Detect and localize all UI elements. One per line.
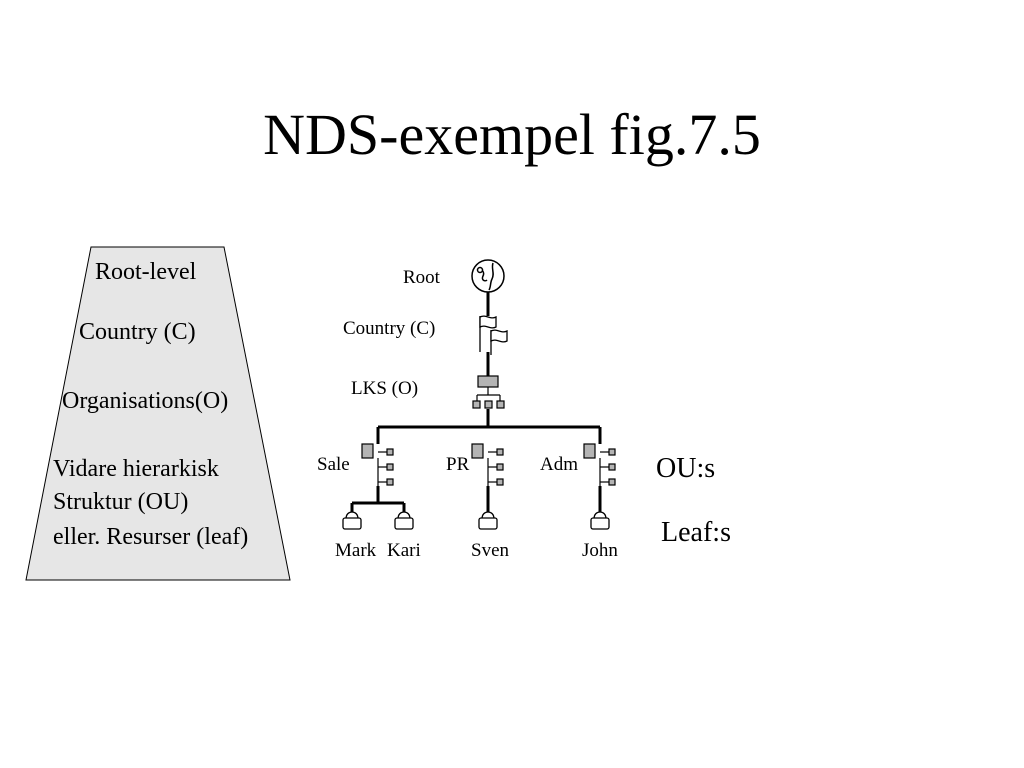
node-label-country: Country (C) [343,318,435,339]
leaf-label-john: John [582,540,618,561]
level-line-2: Struktur (OU) [53,489,188,515]
level-line-3: eller. Resurser (leaf) [53,524,248,550]
leaf-label-kari: Kari [387,540,421,561]
leaf-label-mark: Mark [335,540,377,561]
ou-icon-sale [361,443,394,486]
globe-icon [471,259,505,293]
node-label-adm: Adm [540,454,578,475]
node-label-root: Root [403,267,441,288]
leaf-label-sven: Sven [471,540,510,561]
tree-connectors [350,291,602,513]
user-icon-mark [342,511,362,530]
slide-title: NDS-exempel fig.7.5 [263,102,761,167]
ou-icon-adm [583,443,616,486]
user-icon-kari [394,511,414,530]
user-icon-john [590,511,610,530]
annotation-ous: OU:s [656,453,715,484]
node-label-org: LKS (O) [351,378,418,399]
ou-icon-pr [471,443,504,486]
level-line-1: Vidare hierarkisk [53,456,219,482]
hierarchy-levels-panel [25,246,291,581]
organization-icon [472,375,505,409]
level-root: Root-level [95,259,197,285]
user-icon-sven [478,511,498,530]
level-country: Country (C) [79,319,196,345]
annotation-leafs: Leaf:s [661,517,731,548]
node-label-pr: PR [446,454,470,475]
level-organisations: Organisations(O) [62,388,228,414]
node-label-sale: Sale [317,454,350,475]
country-flags-icon [479,315,508,355]
